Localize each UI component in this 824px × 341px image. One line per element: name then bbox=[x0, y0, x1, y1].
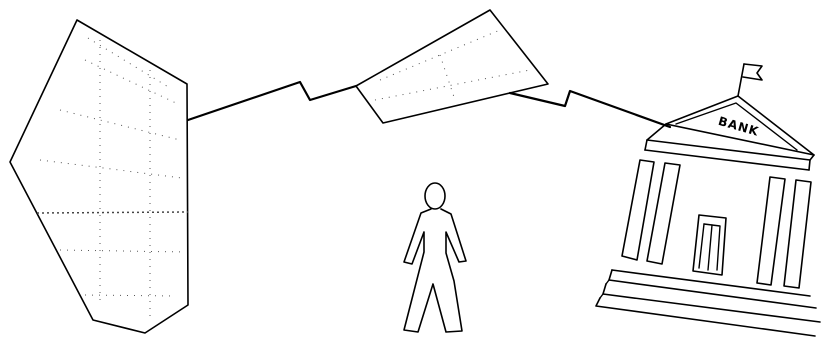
left-device bbox=[10, 20, 188, 333]
middle-device bbox=[356, 10, 548, 123]
link-left-to-middle bbox=[188, 82, 356, 120]
bank-building: BANK bbox=[596, 64, 820, 336]
link-middle-to-bank bbox=[510, 91, 670, 127]
person-figure bbox=[404, 183, 466, 332]
